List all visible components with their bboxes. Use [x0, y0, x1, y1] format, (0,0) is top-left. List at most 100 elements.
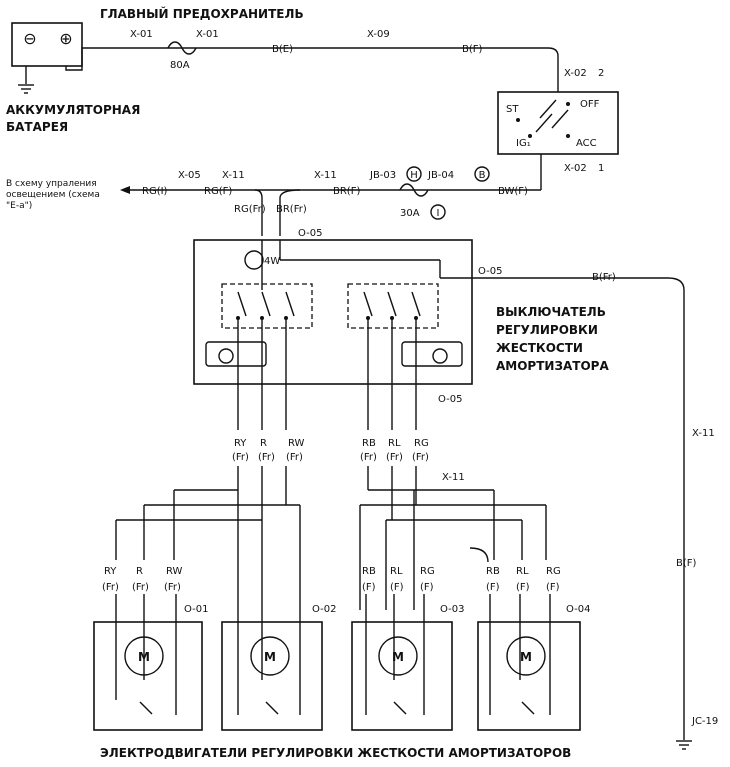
motor-3-connector: O-03	[440, 604, 464, 615]
wire-rg-fr: RG(Fr)	[234, 204, 266, 215]
x11-connector-b: X-11	[314, 170, 337, 181]
right-knob-frame	[401, 341, 463, 367]
left-knob-icon	[218, 348, 234, 364]
lighting-note-3: "E-a")	[6, 201, 32, 211]
switch-to-motor-wires	[115, 390, 547, 610]
svg-text:RB: RB	[362, 566, 376, 577]
right-switch-group	[347, 283, 439, 329]
switch-desc-4: АМОРТИЗАТОРА	[496, 359, 609, 373]
svg-text:RL: RL	[516, 566, 529, 577]
x02-top-pin: 2	[598, 68, 604, 79]
left-switch-group	[221, 283, 313, 329]
fuse-30a-rating: 30A	[400, 208, 420, 219]
o05-right-connector: O-05	[478, 266, 502, 277]
mid-wire-4-loc: (Fr)	[360, 452, 377, 463]
svg-text:RG: RG	[546, 566, 561, 577]
wire-rg-i: RG(I)	[142, 186, 168, 197]
left-knob-frame	[205, 341, 267, 367]
ignition-feed-wire	[547, 47, 559, 92]
motor-4-connector: O-04	[566, 604, 590, 615]
mid-wire-2-loc: (Fr)	[258, 452, 275, 463]
svg-text:(Fr): (Fr)	[132, 582, 149, 593]
switch-desc-1: ВЫКЛЮЧАТЕЛЬ	[496, 305, 606, 319]
jb04-code: B	[479, 170, 486, 181]
motor-3-symbol: M	[392, 650, 404, 664]
left-switch-contacts	[236, 291, 295, 320]
jc19-ground-label: JC-19	[691, 716, 718, 727]
svg-text:RL: RL	[390, 566, 403, 577]
right-switch-contacts	[363, 291, 421, 320]
wire-br-f: BR(F)	[333, 186, 360, 197]
jb03-code: H	[410, 170, 418, 181]
svg-text:RW: RW	[166, 566, 183, 577]
lamp-icon	[244, 250, 264, 270]
x11-connector-a: X-11	[222, 170, 245, 181]
fuse-code: I	[437, 208, 440, 219]
svg-text:(Fr): (Fr)	[102, 582, 119, 593]
br-feed-wire	[279, 189, 301, 236]
mid-wire-6-loc: (Fr)	[412, 452, 429, 463]
battery-box	[11, 22, 83, 67]
rg-feed-wire	[254, 189, 263, 236]
motor-1-connector: O-01	[184, 604, 208, 615]
wire-b-f-right: B(F)	[676, 558, 697, 569]
switch-internal-wires	[237, 318, 417, 390]
svg-text:(F): (F)	[546, 582, 560, 593]
motor-4-wire-labels: RB(F) RL(F) RG(F)	[486, 566, 561, 593]
jb03-circle	[406, 166, 422, 182]
main-fuse-rating: 80A	[170, 60, 190, 71]
x02-bottom-connector: X-02	[564, 163, 587, 174]
jb04-circle	[474, 166, 490, 182]
jb04-connector: JB-04	[427, 170, 454, 181]
svg-text:RB: RB	[486, 566, 500, 577]
x01-connector-a: X-01	[130, 29, 153, 40]
svg-text:(F): (F)	[362, 582, 376, 593]
svg-text:(F): (F)	[516, 582, 530, 593]
o05-bottom-connector: O-05	[438, 394, 462, 405]
motor-2-symbol: M	[264, 650, 276, 664]
ignition-off-label: OFF	[580, 99, 600, 110]
battery-positive-wire	[65, 47, 90, 71]
jb03-connector: JB-03	[369, 170, 396, 181]
motor-4-symbol: M	[520, 650, 532, 664]
battery-ground-icon	[18, 84, 34, 94]
svg-text:R: R	[136, 566, 143, 577]
mid-wire-5-loc: (Fr)	[386, 452, 403, 463]
wire-rg-f: RG(F)	[204, 186, 232, 197]
wire-b-f-top: B(F)	[462, 44, 483, 55]
battery-label-2: БАТАРЕЯ	[6, 120, 68, 134]
mid-wire-5-color: RL	[388, 438, 401, 449]
x05-connector: X-05	[178, 170, 201, 181]
motor-4: M	[477, 621, 581, 731]
x02-top-connector: X-02	[564, 68, 587, 79]
x11-right-connector: X-11	[692, 428, 715, 439]
ignition-acc-label: ACC	[576, 138, 597, 149]
mid-wire-1-color: RY	[234, 438, 247, 449]
bottom-title: ЭЛЕКТРОДВИГАТЕЛИ РЕГУЛИРОВКИ ЖЕСТКОСТИ А…	[100, 746, 571, 760]
mid-wire-6-color: RG	[414, 438, 429, 449]
ignition-contacts	[516, 99, 570, 138]
main-fuse-icon	[167, 41, 197, 55]
mid-wire-3-color: RW	[288, 438, 305, 449]
lighting-note-2: освещением (схема	[6, 190, 100, 200]
motor-1: M	[93, 621, 203, 731]
switch-desc-3: ЖЕСТКОСТИ	[496, 341, 583, 355]
wire-bw-f: BW(F)	[498, 186, 528, 197]
motor-2: M	[221, 621, 323, 731]
ignition-switch-box	[497, 91, 619, 155]
lamp-wattage: 4W	[264, 256, 280, 267]
mid-wire-1-loc: (Fr)	[232, 452, 249, 463]
mid-wire-labels: RY (Fr) R (Fr) RW (Fr) RB (Fr) RL (Fr) R…	[232, 438, 429, 463]
ignition-ig-label: IG₁	[516, 138, 531, 149]
switch-desc-2: РЕГУЛИРОВКИ	[496, 323, 598, 337]
svg-text:(F): (F)	[390, 582, 404, 593]
x02-bottom-pin: 1	[598, 163, 604, 174]
x01-connector-b: X-01	[196, 29, 219, 40]
motor-3: M	[351, 621, 453, 731]
svg-text:RY: RY	[104, 566, 117, 577]
svg-text:RG: RG	[420, 566, 435, 577]
o05-top-connector: O-05	[298, 228, 322, 239]
wire-b-fr: B(Fr)	[592, 272, 616, 283]
